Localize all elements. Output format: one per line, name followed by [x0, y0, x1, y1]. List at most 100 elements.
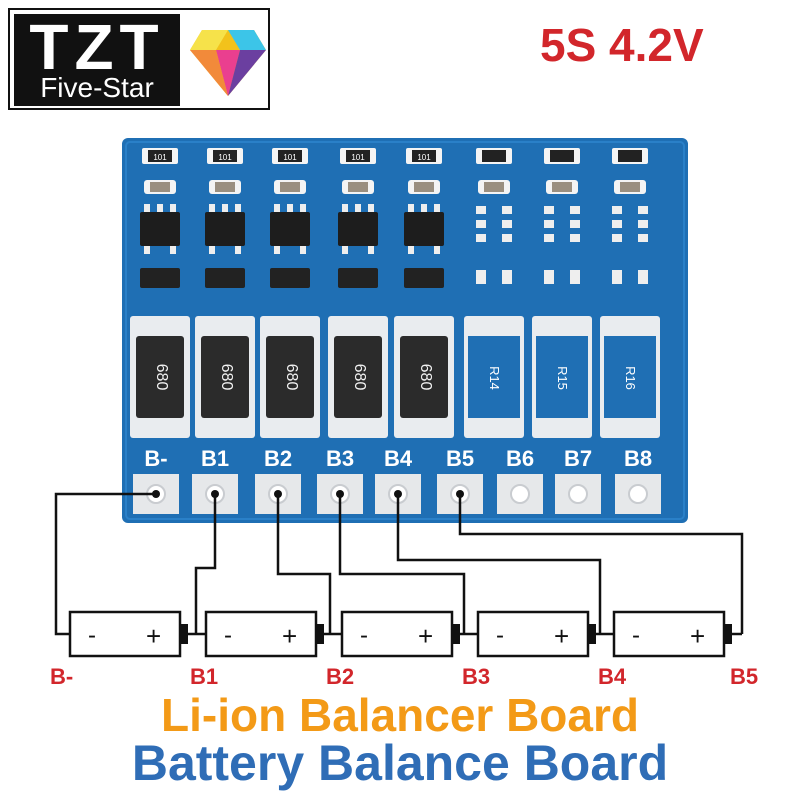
smd-resistor-body	[550, 150, 574, 162]
empty-resistor-slot	[468, 336, 520, 418]
ic-pin	[368, 204, 374, 212]
empty-pad	[544, 234, 554, 242]
smd-diode	[270, 268, 310, 288]
ic-chip	[270, 212, 310, 246]
ic-pin	[434, 246, 440, 254]
smd-resistor-body	[482, 150, 506, 162]
pad-label: B1	[201, 446, 229, 471]
empty-pad	[476, 234, 486, 242]
cell-plus: +	[554, 621, 569, 651]
empty-pad	[612, 234, 622, 242]
battery-terminal	[316, 624, 324, 644]
capacitor-body	[552, 182, 572, 192]
battery-cell	[612, 610, 726, 658]
logo-subtext: Five-Star	[40, 72, 154, 103]
resistor-code: 101	[351, 153, 365, 162]
battery-terminal	[588, 624, 596, 644]
pad-hole	[510, 484, 530, 504]
shunt-resistor	[136, 336, 184, 418]
ic-pin	[368, 246, 374, 254]
pad-label: B4	[384, 446, 413, 471]
caption-line-2: Battery Balance Board	[131, 735, 669, 791]
empty-resistor-slot	[536, 336, 588, 418]
smd-resistor-body	[278, 150, 302, 162]
pad-label: B-	[144, 446, 167, 471]
brand-logo: TZT Five-Star	[8, 8, 270, 110]
empty-pad	[638, 270, 648, 284]
shunt-code: 680	[417, 364, 434, 391]
empty-pad	[544, 206, 554, 214]
cell-minus: -	[360, 622, 368, 649]
capacitor-body	[414, 182, 434, 192]
wire	[458, 494, 744, 634]
smd-resistor-body	[412, 150, 436, 162]
ic-pin	[287, 204, 293, 212]
shunt-code: 680	[283, 364, 300, 391]
empty-pad	[502, 220, 512, 228]
shunt-resistor	[400, 336, 448, 418]
capacitor-body	[620, 182, 640, 192]
cell-plus: +	[146, 621, 161, 651]
empty-pad	[476, 220, 486, 228]
ic-pin	[434, 204, 440, 212]
pad-hole	[568, 484, 588, 504]
battery-cell	[476, 610, 590, 658]
resistor-code: 101	[218, 153, 232, 162]
ic-pin	[274, 246, 280, 254]
node-label: B4	[598, 664, 627, 689]
battery-cell	[204, 610, 318, 658]
cell-plus: +	[690, 621, 705, 651]
empty-pad	[544, 220, 554, 228]
capacitor-body	[280, 182, 300, 192]
empty-pad	[570, 206, 580, 214]
logo-mark: TZT Five-Star	[14, 11, 180, 106]
ic-pin	[300, 204, 306, 212]
capacitor-body	[348, 182, 368, 192]
smd-diode	[404, 268, 444, 288]
empty-pad	[544, 270, 554, 284]
ic-pin	[235, 246, 241, 254]
pad-label: B6	[506, 446, 534, 471]
battery-terminal	[452, 624, 460, 644]
smd-diode	[338, 268, 378, 288]
smd-resistor-body	[213, 150, 237, 162]
logo-text: TZT	[29, 11, 165, 83]
pad-label: B5	[446, 446, 474, 471]
resistor-code: 101	[417, 153, 431, 162]
caption-line-1: Li-ion Balancer Board	[161, 689, 639, 741]
empty-resistor-label: R15	[555, 366, 570, 390]
resistor-code: 101	[283, 153, 297, 162]
cell-plus: +	[418, 621, 433, 651]
ic-pin	[157, 204, 163, 212]
voltage-spec: 5S 4.2V	[540, 19, 704, 71]
wire	[276, 494, 332, 634]
battery-terminal	[180, 624, 188, 644]
cell-minus: -	[88, 622, 96, 649]
battery-terminal	[724, 624, 732, 644]
smd-resistor-body	[618, 150, 642, 162]
empty-pad	[638, 220, 648, 228]
pad-hole	[628, 484, 648, 504]
ic-chip	[338, 212, 378, 246]
battery-cell	[68, 610, 182, 658]
empty-pad	[638, 234, 648, 242]
empty-pad	[476, 270, 486, 284]
resistor-code: 101	[153, 153, 167, 162]
empty-pad	[570, 270, 580, 284]
ic-pin	[355, 204, 361, 212]
shunt-code: 680	[153, 364, 170, 391]
ic-chip	[140, 212, 180, 246]
pad-label: B3	[326, 446, 354, 471]
wiring	[54, 492, 744, 636]
ic-pin	[421, 204, 427, 212]
wire	[338, 494, 466, 634]
node-label: B3	[462, 664, 490, 689]
empty-resistor-label: R16	[623, 366, 638, 390]
empty-pad	[476, 206, 486, 214]
ic-pin	[274, 204, 280, 212]
capacitor-body	[150, 182, 170, 192]
cell-minus: -	[224, 622, 232, 649]
battery-cell	[340, 610, 454, 658]
cell-minus: -	[632, 622, 640, 649]
